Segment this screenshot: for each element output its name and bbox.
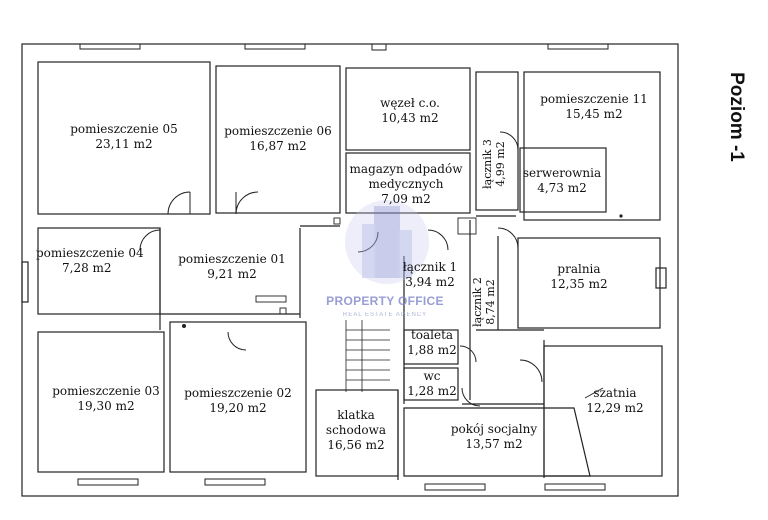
pokoj-area: 13,57 m2: [465, 437, 523, 451]
top-windows: [79, 43, 609, 51]
magazyn-label: magazyn odpadów medycznych 7,09 m2: [346, 162, 466, 207]
bottom-windows: [77, 478, 606, 491]
szatnia-name: szatnia: [593, 386, 637, 400]
klatka-area: 16,56 m2: [327, 438, 385, 452]
room-04-label: pomieszczenie 04 7,28 m2: [36, 246, 148, 276]
room-11-name: pomieszczenie 11: [540, 92, 648, 106]
level-title: Poziom -1: [722, 52, 750, 182]
wc-area: 1,28 m2: [407, 384, 457, 398]
room-11-outline: [523, 71, 661, 221]
szatnia-area: 12,29 m2: [586, 401, 644, 415]
lacznik1-name: łącznik 1: [402, 260, 458, 274]
magazyn-area: 7,09 m2: [381, 192, 431, 206]
room-02-name: pomieszczenie 02: [184, 386, 292, 400]
room-06-outline: [215, 65, 341, 214]
klatka-name-2: schodowa: [325, 423, 387, 437]
wezel-label: węzeł c.o. 10,43 m2: [360, 96, 460, 126]
room-03-name: pomieszczenie 03: [52, 384, 160, 398]
room-06-name: pomieszczenie 06: [224, 124, 332, 138]
level-title-text: Poziom -1: [726, 72, 747, 162]
klatka-name-1: klatka: [337, 408, 375, 422]
lacznik2-label: łącznik 2 8,74 m2: [471, 269, 499, 335]
szatnia-label: szatnia 12,29 m2: [570, 386, 660, 416]
property-office-logo: [345, 200, 429, 284]
watermark-brand: PROPERTY OFFICE: [326, 294, 444, 308]
watermark-tagline: REAL ESTATE AGENCY: [342, 312, 428, 318]
room-05-area: 23,11 m2: [95, 137, 153, 151]
left-window: [21, 261, 29, 303]
magazyn-outline: [345, 152, 471, 214]
lacznik1-label: łącznik 1 3,94 m2: [396, 260, 464, 290]
room-04-name: pomieszczenie 04: [36, 246, 144, 260]
room-11-area: 15,45 m2: [565, 107, 623, 121]
lacznik3-outline: [475, 71, 519, 211]
room-02-outline: [169, 321, 307, 473]
room-03-outline: [37, 331, 165, 473]
magazyn-name-2: medycznych: [368, 177, 444, 191]
room-03-label: pomieszczenie 03 19,30 m2: [44, 384, 168, 414]
lacznik3-label: łącznik 3 4,99 m2: [481, 131, 509, 197]
pokoj-outline: [403, 407, 591, 477]
wc-name: wc: [423, 369, 441, 383]
lacznik3-area: 4,99 m2: [494, 141, 507, 187]
wc-label: wc 1,28 m2: [402, 369, 462, 399]
room-03-area: 19,30 m2: [77, 399, 135, 413]
pralnia-outline: [517, 237, 661, 329]
room-05-name: pomieszczenie 05: [70, 122, 178, 136]
door-swings: [139, 131, 543, 407]
pralnia-label: pralnia 12,35 m2: [534, 262, 624, 292]
toaleta-name: toaleta: [410, 328, 454, 342]
room-11-label: pomieszczenie 11 15,45 m2: [536, 92, 652, 122]
toaleta-label: toaleta 1,88 m2: [402, 328, 462, 358]
lacznik2-area: 8,74 m2: [484, 279, 497, 325]
magazyn-name-1: magazyn odpadów: [349, 162, 463, 176]
pokoj-name: pokój socjalny: [450, 422, 538, 436]
room-02-area: 19,20 m2: [209, 401, 267, 415]
room-01-name: pomieszczenie 01: [178, 252, 286, 266]
serwer-name: serwerownia: [522, 166, 602, 180]
pokoj-label: pokój socjalny 13,57 m2: [436, 422, 552, 452]
serwer-area: 4,73 m2: [537, 181, 587, 195]
pralnia-area: 12,35 m2: [550, 277, 608, 291]
room-01-area: 9,21 m2: [207, 267, 257, 281]
room-06-area: 16,87 m2: [249, 139, 307, 153]
right-window: [655, 267, 667, 289]
room-01-label: pomieszczenie 01 9,21 m2: [174, 252, 290, 282]
serwer-label: serwerownia 4,73 m2: [518, 166, 606, 196]
serwer-outline: [519, 147, 607, 213]
lacznik2-name: łącznik 2: [471, 277, 484, 327]
wezel-area: 10,43 m2: [381, 111, 439, 125]
room-06-label: pomieszczenie 06 16,87 m2: [218, 124, 338, 154]
room-02-label: pomieszczenie 02 19,20 m2: [176, 386, 300, 416]
pralnia-name: pralnia: [557, 262, 601, 276]
room-05-label: pomieszczenie 05 23,11 m2: [62, 122, 186, 152]
lacznik1-area: 3,94 m2: [405, 275, 455, 289]
lacznik3-name: łącznik 3: [481, 139, 494, 189]
klatka-label: klatka schodowa 16,56 m2: [316, 408, 396, 453]
toaleta-area: 1,88 m2: [407, 343, 457, 357]
wezel-name: węzeł c.o.: [380, 96, 440, 110]
stair-steps: [345, 320, 390, 392]
wezel-outline: [345, 67, 471, 151]
room-05-outline: [37, 61, 211, 215]
room-04-area: 7,28 m2: [62, 261, 112, 275]
